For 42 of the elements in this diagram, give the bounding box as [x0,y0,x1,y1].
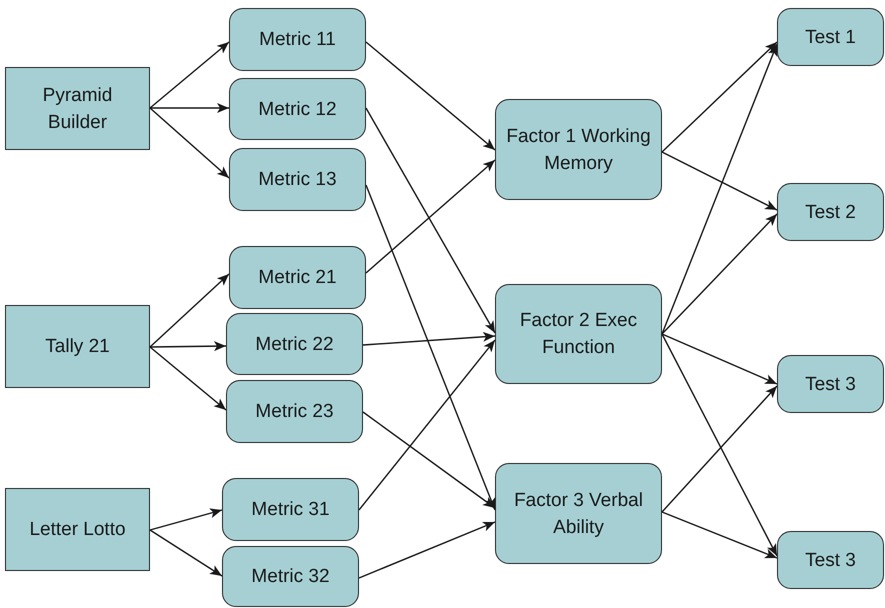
arrow [662,511,778,559]
arrow [358,521,496,579]
rounded-box: Metric 13 [229,148,366,211]
rounded-box: Test 3 [777,531,884,589]
rounded-box: Metric 31 [222,478,359,541]
arrow [150,107,230,179]
arrow [150,346,226,411]
rounded-box: Factor 2 Exec Function [495,284,662,384]
rounded-box: Test 2 [777,183,884,241]
rounded-box: Test 1 [777,8,884,66]
arrow [661,386,778,512]
arrow [661,334,778,556]
arrow [365,108,496,334]
arrow [150,341,226,352]
rounded-box: Metric 22 [226,313,363,375]
arrow [366,41,496,151]
process-box: Pyramid Builder [5,67,150,150]
arrow [150,103,229,113]
arrow [362,332,496,346]
rounded-box: Factor 3 Verbal Ability [495,463,662,564]
arrow [150,273,230,348]
rounded-box: Metric 11 [229,8,366,71]
arrow [358,340,496,510]
rounded-box: Factor 1 Working Memory [495,99,662,200]
arrow [662,333,778,385]
arrow [661,44,778,334]
arrow [150,529,222,577]
process-box: Letter Lotto [5,488,150,571]
rounded-box: Metric 32 [222,546,359,607]
arrow [662,214,778,334]
arrow [662,151,778,211]
arrow [362,411,496,509]
process-box: Tally 21 [5,305,150,388]
rounded-box: Metric 21 [229,246,366,309]
arrow [150,508,222,531]
rounded-box: Metric 23 [226,380,363,443]
arrow [150,41,230,109]
rounded-box: Metric 12 [229,78,366,140]
arrow [365,184,496,510]
arrow [662,42,778,152]
rounded-box: Test 3 [777,355,884,413]
arrow [366,159,496,274]
